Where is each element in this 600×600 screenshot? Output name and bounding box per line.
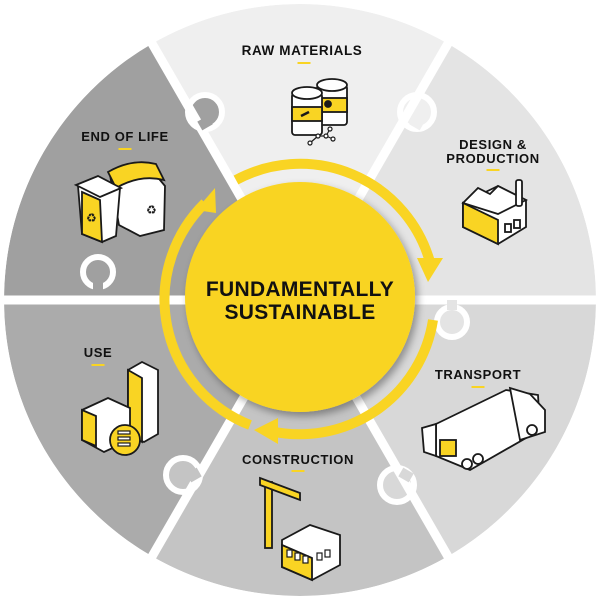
center-title: FUNDAMENTALLY SUSTAINABLE [206,278,394,324]
recycling-bins-icon: ♻ ♻ [73,161,166,244]
truck-icon [421,386,546,471]
center-title-line2: SUSTAINABLE [224,301,376,324]
label-design-production: DESIGN & PRODUCTION [446,138,539,166]
label-underline-transport [471,386,485,388]
arrowhead-bottom-icon [254,418,278,444]
label-underline-design-production [486,169,500,171]
cycle-arrows [159,158,438,440]
label-end-of-life: END OF LIFE [81,129,169,144]
label-design-line1: DESIGN & [459,137,527,152]
svg-text:♻: ♻ [86,211,97,225]
arrow-top-right [233,158,435,264]
segment-construction [152,300,448,596]
arrow-bottom [268,319,438,440]
crane-building-icon [259,476,341,582]
center-title-line1: FUNDAMENTALLY [205,278,395,301]
label-underline-construction [291,470,305,472]
center-circle [185,182,415,412]
label-design-line2: PRODUCTION [446,151,540,166]
arrow-heads [196,188,443,444]
label-underline-end-of-life [118,148,132,150]
factory-icon [461,179,529,246]
svg-text:♻: ♻ [146,203,157,217]
label-underline-use [91,364,105,366]
barrels-icon [291,78,348,146]
label-raw-materials: RAW MATERIALS [241,43,363,58]
label-transport: TRANSPORT [434,367,522,382]
segment-raw-materials [152,4,448,300]
arrowhead-right-icon [417,258,443,282]
label-construction: CONSTRUCTION [242,452,354,467]
label-underline-raw-materials [297,62,311,64]
label-use: USE [83,345,113,360]
buildings-coins-icon [81,360,159,456]
arrowhead-upper-left-icon [196,188,216,213]
arrow-left [159,199,252,430]
